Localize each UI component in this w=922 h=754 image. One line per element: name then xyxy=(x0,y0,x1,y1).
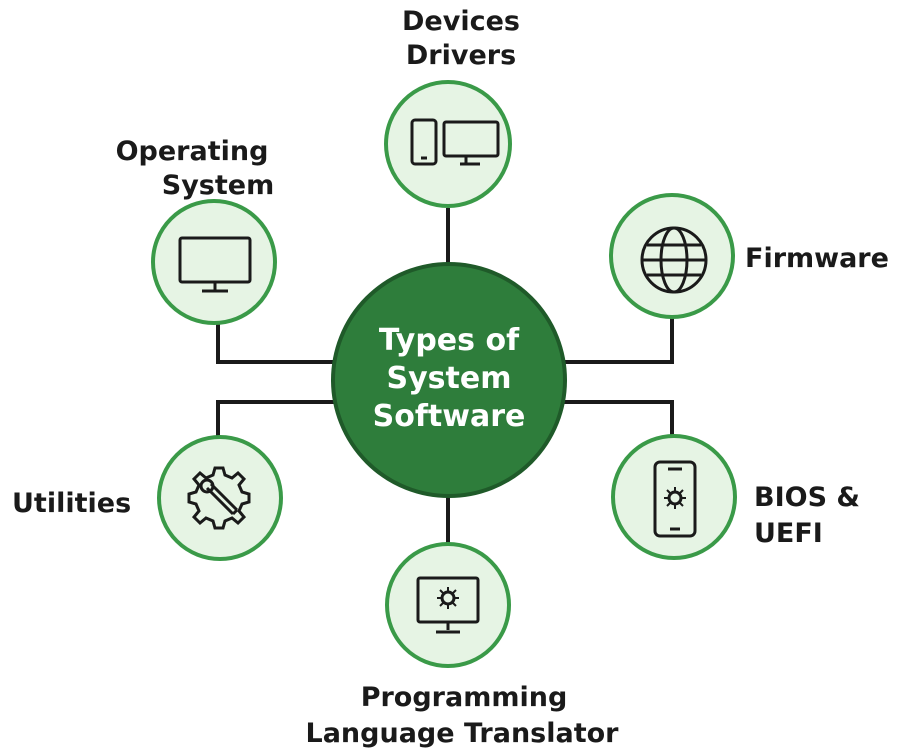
label-operating-system-line-2: System xyxy=(162,170,274,201)
connectors xyxy=(216,208,674,548)
node-circle-bios-uefi xyxy=(611,434,737,560)
node-firmware: Firmware xyxy=(609,193,889,319)
monitor-icon xyxy=(178,236,252,293)
connector-operating-system xyxy=(216,322,335,364)
node-device-drivers: Devices Drivers xyxy=(384,6,520,208)
label-programming-language-translator-line-1: Programming xyxy=(361,682,568,713)
center-title-line-2: System xyxy=(387,361,512,396)
node-programming-language-translator: Programming Language Translator xyxy=(306,542,620,749)
label-bios-uefi-line-1: BIOS & xyxy=(754,482,860,513)
node-circle-firmware xyxy=(609,193,735,319)
node-bios-uefi: BIOS & UEFI xyxy=(611,434,860,560)
gear-wrench-icon xyxy=(187,466,251,530)
phone-and-monitor-icon xyxy=(410,118,500,166)
phone-gear-icon xyxy=(653,460,697,538)
connector-utilities xyxy=(216,400,335,438)
center-title-line-1: Types of xyxy=(379,323,520,358)
node-utilities: Utilities xyxy=(12,435,283,561)
monitor-gear-icon xyxy=(416,576,480,634)
label-firmware: Firmware xyxy=(745,243,889,274)
label-bios-uefi-line-2: UEFI xyxy=(754,518,823,549)
label-utilities: Utilities xyxy=(12,488,131,519)
connector-bios-uefi xyxy=(563,400,674,438)
label-device-drivers-line-2: Drivers xyxy=(406,40,516,71)
label-device-drivers-line-1: Devices xyxy=(402,6,520,37)
center-title-line-3: Software xyxy=(373,399,526,434)
connector-firmware xyxy=(563,318,674,364)
node-circle-utilities xyxy=(157,435,283,561)
node-circle-device-drivers xyxy=(384,80,512,208)
label-programming-language-translator-line-2: Language Translator xyxy=(306,718,620,749)
center-circle xyxy=(331,262,567,498)
node-circle-operating-system xyxy=(151,199,277,325)
center-node: Types of System Software xyxy=(331,262,567,498)
label-operating-system-line-1: Operating xyxy=(116,136,269,167)
globe-icon xyxy=(640,226,708,294)
node-operating-system: Operating System xyxy=(116,136,277,325)
